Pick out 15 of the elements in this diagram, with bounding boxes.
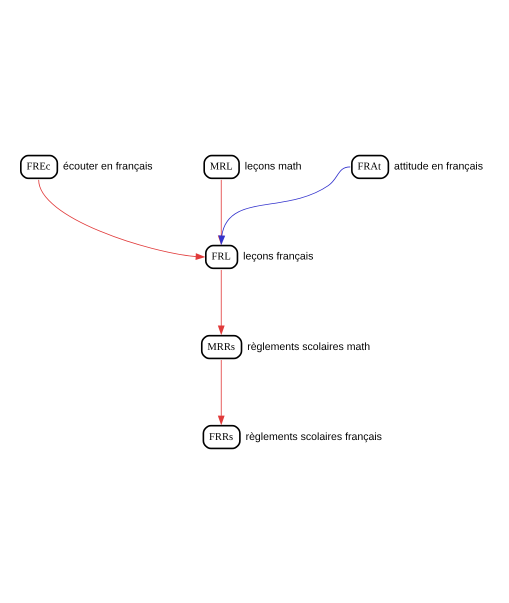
node-box: MRL [203,154,240,179]
arrow [38,178,206,260]
node-label: leçons math [244,160,302,172]
arrow [218,359,225,425]
node-label: règlements scolaires français [246,430,382,442]
node-box: FRL [205,244,238,269]
node-box: MRRs [200,334,242,359]
node-box: FRRs [202,424,241,449]
node-label: leçons français [243,250,314,262]
node-label: règlements scolaires math [247,340,370,352]
node-box: FRAt [351,154,390,179]
node-box: FREc [20,154,58,179]
node-label: attitude en français [394,160,484,172]
node-label: écouter en français [63,160,153,172]
arrow [218,269,225,335]
